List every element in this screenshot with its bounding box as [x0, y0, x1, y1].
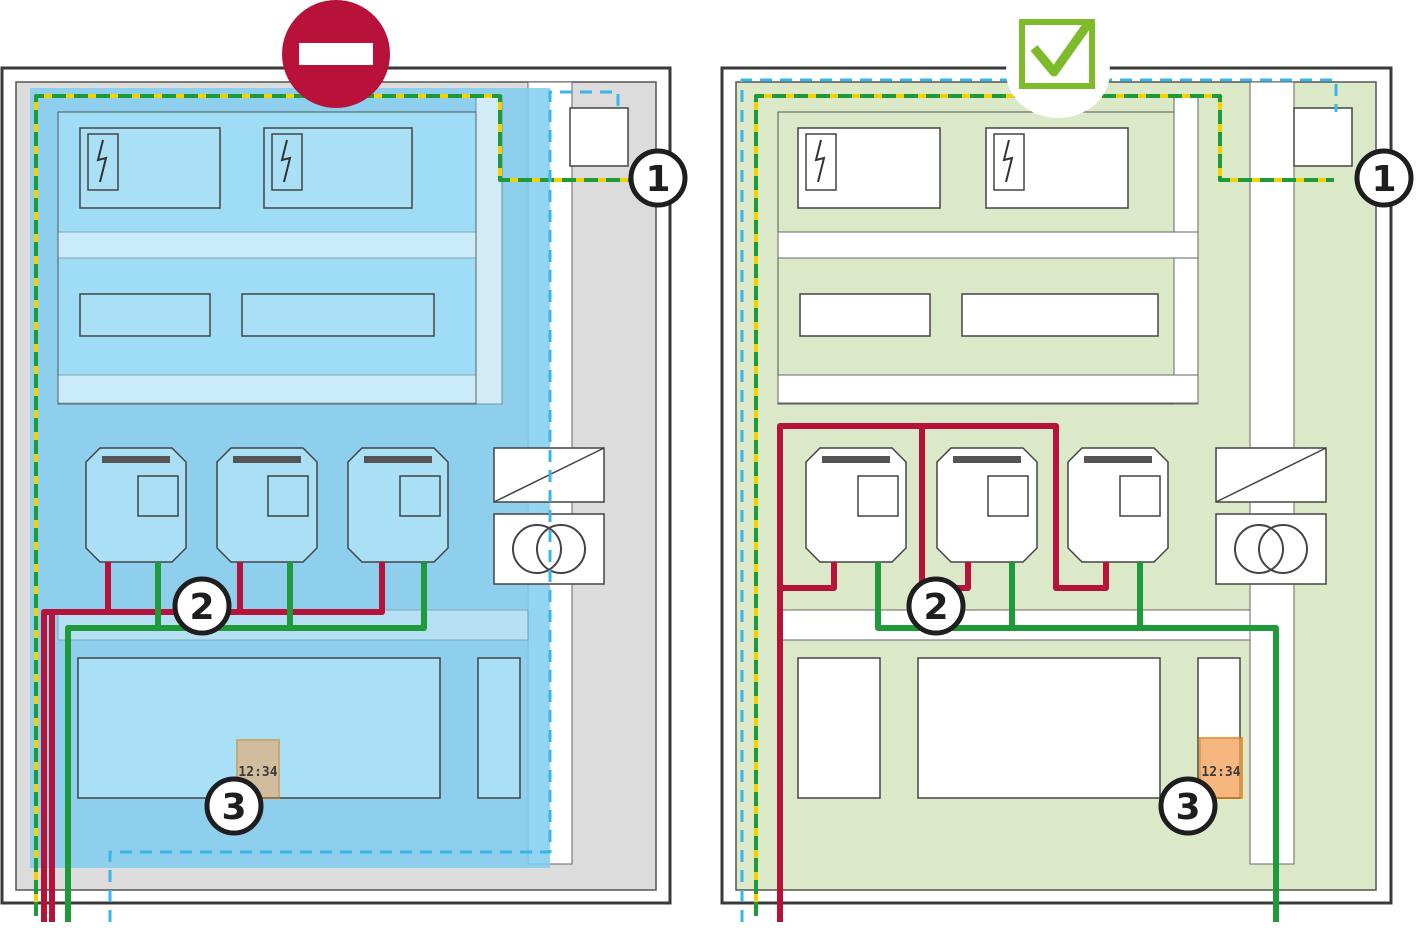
marker-2: 2: [172, 576, 232, 636]
top-modules: [79, 127, 413, 209]
relay-block: [797, 657, 881, 799]
marker-3: 3: [1158, 776, 1218, 836]
signal-cable: [108, 90, 620, 922]
horizontal-cable-duct: [57, 231, 477, 259]
power-wire: [780, 562, 837, 591]
frequency-drive: [347, 447, 449, 563]
timer-label: 12:34: [238, 765, 277, 780]
circuit-breaker: [799, 293, 931, 337]
relay-block: [477, 657, 521, 799]
surge-protector: [569, 107, 629, 167]
checkmark-icon: [1006, 19, 1110, 118]
horizontal-cable-duct: [777, 231, 1199, 259]
frequency-drive: [805, 447, 907, 563]
plc-module: [985, 127, 1129, 209]
frequency-drive: [936, 447, 1038, 563]
frequency-drives: [805, 447, 1169, 563]
numbered-markers: 1 2 3 1 2 3: [172, 148, 1414, 836]
earth-wire: [65, 562, 427, 922]
plc-module: [263, 127, 413, 209]
surge-protector: [1293, 107, 1353, 167]
marker-2: 2: [906, 576, 966, 636]
timer-label: 12:34: [1201, 765, 1240, 780]
plc-module: [797, 127, 941, 209]
frequency-drive: [216, 447, 318, 563]
marker-1: 1: [628, 148, 688, 208]
transformer: [1215, 513, 1327, 585]
no-entry-icon: [282, 0, 390, 108]
marker-number: 3: [221, 787, 246, 828]
marker-number: 2: [923, 587, 948, 628]
marker-number: 1: [645, 159, 670, 200]
wiring: [740, 78, 1338, 922]
power-wire: [777, 423, 1109, 922]
terminal-rail: [797, 657, 1241, 799]
marker-number: 3: [1175, 787, 1200, 828]
frequency-drives: [85, 447, 449, 563]
vertical-cable-duct: [475, 95, 503, 405]
marker-3: 3: [204, 776, 264, 836]
plc-module: [79, 127, 221, 209]
horizontal-cable-duct: [57, 374, 477, 404]
wrong-cabinet: 12:34: [0, 66, 672, 922]
marker-number: 1: [1371, 159, 1396, 200]
circuit-breakers-row: [79, 293, 435, 337]
marker-1: 1: [1354, 148, 1414, 208]
horizontal-cable-duct: [777, 374, 1199, 404]
marker-number: 2: [189, 587, 214, 628]
earth-wire: [875, 562, 1279, 922]
power-supply: [1215, 447, 1327, 585]
circuit-breaker: [79, 293, 211, 337]
frequency-drive: [85, 447, 187, 563]
circuit-breaker: [241, 293, 435, 337]
circuit-breaker: [961, 293, 1159, 337]
signal-cable: [740, 78, 1338, 922]
pe-ground-wire: [754, 94, 1334, 916]
frequency-drive: [1067, 447, 1169, 563]
relay-block: [917, 657, 1161, 799]
circuit-breakers-row: [799, 293, 1159, 337]
pe-ground-wire: [34, 94, 630, 916]
wiring: [34, 90, 630, 922]
top-modules: [797, 127, 1129, 209]
correct-cabinet: 12:34: [720, 66, 1393, 922]
